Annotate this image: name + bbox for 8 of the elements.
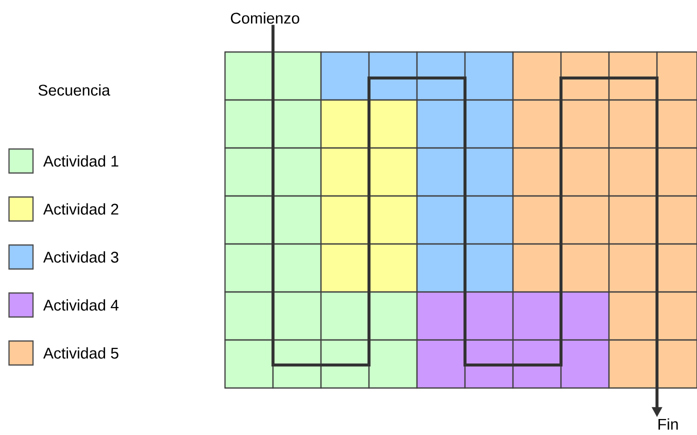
node-label: Fin	[658, 418, 678, 430]
legend-label: Actividad 5	[43, 347, 118, 359]
legend-label: Actividad 3	[43, 251, 118, 263]
legend-label: Actividad 1	[43, 155, 118, 167]
legend-label: Actividad 2	[43, 203, 118, 215]
legend-title: Secuencia	[38, 84, 110, 96]
node-label: Comienzo	[230, 12, 300, 24]
legend-label: Actividad 4	[43, 299, 119, 311]
